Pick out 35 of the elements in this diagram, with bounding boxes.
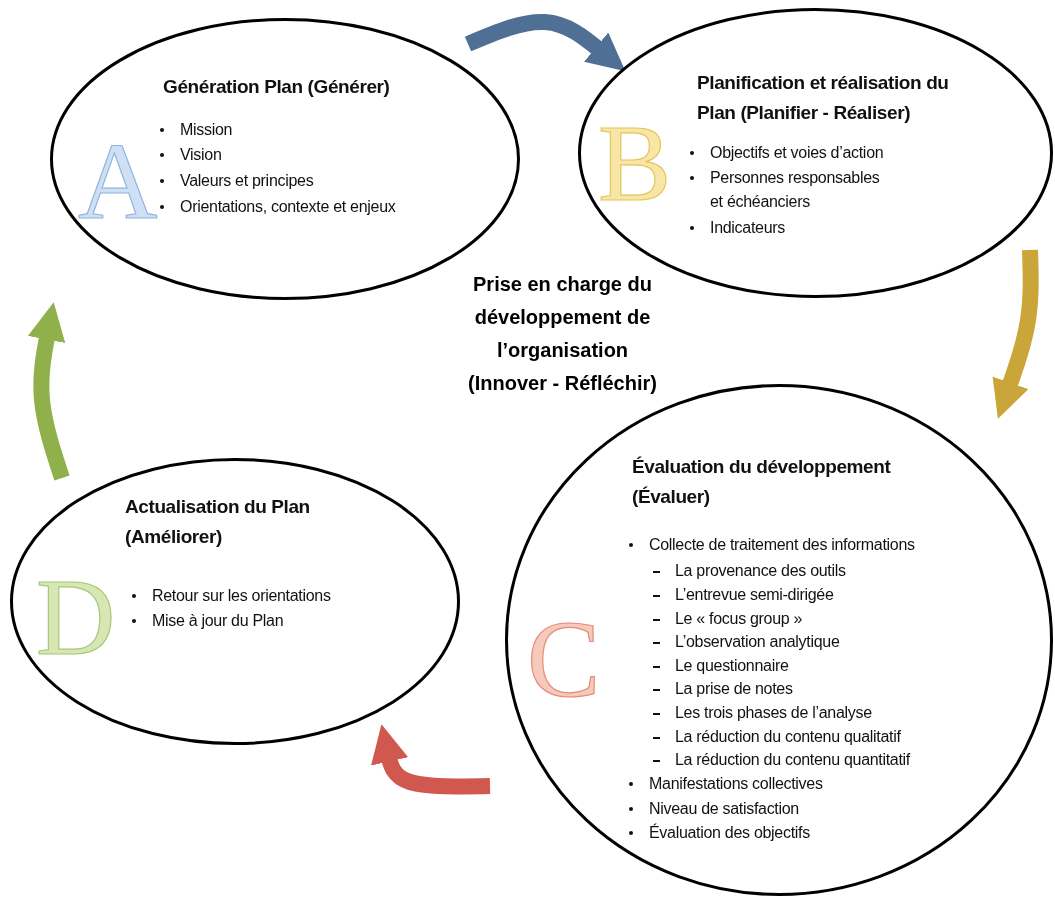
dash-item: La provenance des outils xyxy=(650,559,846,583)
node-heading: Génération Plan (Générer) xyxy=(163,75,390,99)
bullet-item: Manifestations collectives xyxy=(627,772,823,796)
bullet-item: Mission xyxy=(158,118,233,142)
curved-arrow xyxy=(27,302,70,481)
curved-arrow xyxy=(464,13,626,72)
dash-item: Le questionnaire xyxy=(650,654,789,678)
curved-arrow xyxy=(371,724,491,795)
dash-item: Le « focus group » xyxy=(650,607,803,631)
bullet-item: Indicateurs xyxy=(688,216,785,240)
dash-item: La prise de notes xyxy=(650,677,793,701)
dash-item: L’entrevue semi-dirigée xyxy=(650,583,834,607)
bullet-item: Retour sur les orientations xyxy=(130,584,331,608)
bullet-item: Vision xyxy=(158,143,222,167)
node-heading: Évaluation du développement (Évaluer) xyxy=(632,455,892,509)
bullet-item: Niveau de satisfaction xyxy=(627,797,799,821)
initial-letter: B xyxy=(598,108,672,218)
dash-item: La réduction du contenu quantitatif xyxy=(650,748,911,772)
bullet-item: Collecte de traitement des informations xyxy=(627,533,915,557)
dash-item: Les trois phases de l’analyse xyxy=(650,701,872,725)
initial-letter: D xyxy=(36,562,116,672)
dash-item: L’observation analytique xyxy=(650,630,840,654)
curved-arrow xyxy=(992,249,1039,419)
bullet-item: Objectifs et voies d’action xyxy=(688,141,884,165)
bullet-item: Évaluation des objectifs xyxy=(627,821,810,845)
bullet-item: Orientations, contexte et enjeux xyxy=(158,195,396,219)
bullet-item: Valeurs et principes xyxy=(158,169,314,193)
bullet-item: Personnes responsables et échéanciers xyxy=(688,166,895,214)
node-heading: Actualisation du Plan (Améliorer) xyxy=(125,495,311,549)
bullet-item: Mise à jour du Plan xyxy=(130,609,284,633)
node-heading: Planification et réalisation du Plan (Planifier - Réaliser) xyxy=(697,71,950,125)
initial-letter: C xyxy=(527,604,601,714)
initial-letter: A xyxy=(78,126,158,236)
dash-item: La réduction du contenu qualitatif xyxy=(650,725,901,749)
center-title: Prise en charge du développement de l’organisation (Innover - Réfléchir) xyxy=(467,272,658,396)
